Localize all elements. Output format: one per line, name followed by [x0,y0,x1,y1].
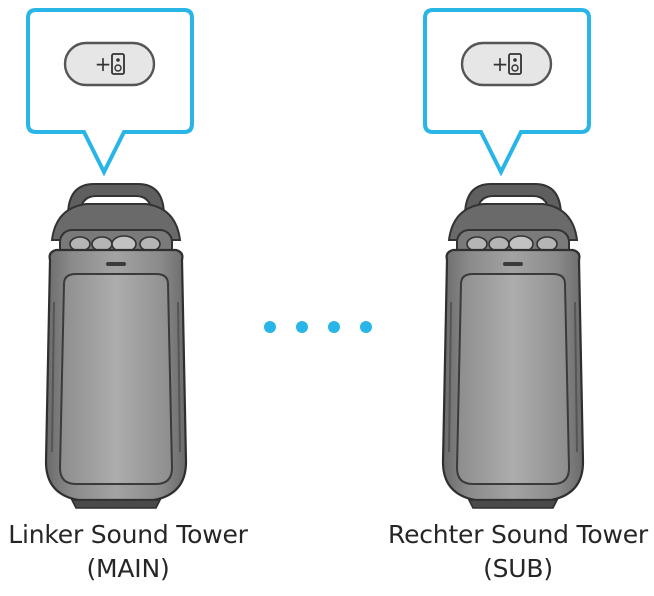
connection-dot [328,321,340,333]
add-speaker-icon [111,53,125,75]
left-sound-tower [44,182,188,510]
left-tower-role: (MAIN) [86,554,170,583]
connection-dot [264,321,276,333]
right-add-speaker-plus: + [492,52,509,76]
right-callout: + [423,8,591,174]
right-tower-caption: Rechter Sound Tower (SUB) [368,518,654,586]
left-callout-bubble [26,8,194,174]
left-tower-caption: Linker Sound Tower (MAIN) [0,518,278,586]
add-speaker-icon [508,53,522,75]
connection-dot [360,321,372,333]
left-callout: + [26,8,194,174]
right-tower-role: (SUB) [483,554,553,583]
left-add-speaker-button[interactable]: + [63,41,156,87]
connection-dot [296,321,308,333]
connection-dots-icon [264,321,372,333]
right-add-speaker-button[interactable]: + [460,41,553,87]
right-sound-tower [441,182,585,510]
right-callout-bubble [423,8,591,174]
left-add-speaker-plus: + [95,52,112,76]
right-tower-label: Rechter Sound Tower [388,520,648,549]
left-tower-label: Linker Sound Tower [8,520,248,549]
